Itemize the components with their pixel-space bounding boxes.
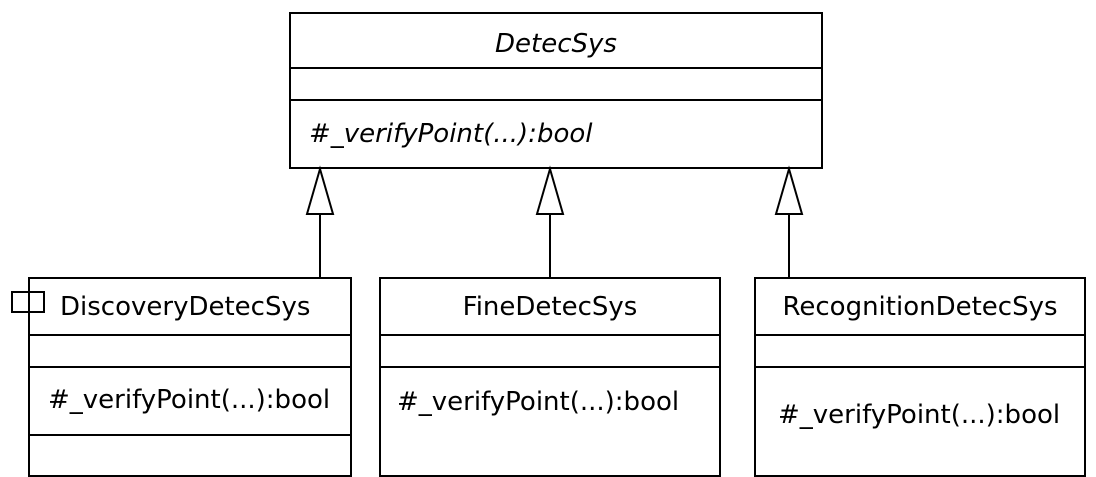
inheritance-arrow-fine: [535, 165, 565, 277]
class-name-discoverydetecsys: DiscoveryDetecSys: [60, 292, 311, 322]
class-operation-finedetecsys: #_verifyPoint(...):bool: [397, 387, 680, 417]
class-box-recognitiondetecsys: RecognitionDetecSys #_verifyPoint(...):b…: [754, 277, 1086, 477]
class-divider: [381, 334, 719, 336]
class-divider: [291, 99, 821, 101]
class-box-finedetecsys: FineDetecSys #_verifyPoint(...):bool: [379, 277, 721, 477]
class-name-finedetecsys: FineDetecSys: [462, 292, 638, 322]
class-divider: [291, 67, 821, 69]
class-name-recognitiondetecsys: RecognitionDetecSys: [782, 292, 1058, 322]
inheritance-arrow-discovery: [305, 165, 335, 277]
class-operation-recognitiondetecsys: #_verifyPoint(...):bool: [778, 400, 1061, 430]
inheritance-arrows: [11, 165, 804, 313]
class-box-discoverydetecsys: DiscoveryDetecSys #_verifyPoint(...):boo…: [28, 277, 352, 477]
class-divider: [30, 366, 350, 368]
class-name-detecsys: DetecSys: [495, 29, 617, 59]
class-box-detecsys: DetecSys #_verifyPoint(...):bool: [289, 12, 823, 169]
class-divider: [756, 366, 1084, 368]
class-divider: [30, 434, 350, 436]
class-operation-detecsys: #_verifyPoint(...):bool: [309, 119, 593, 149]
class-divider: [756, 334, 1084, 336]
class-divider: [30, 334, 350, 336]
class-operation-discoverydetecsys: #_verifyPoint(...):bool: [48, 385, 331, 415]
class-divider: [381, 366, 719, 368]
inheritance-arrow-recognition: [774, 165, 804, 277]
